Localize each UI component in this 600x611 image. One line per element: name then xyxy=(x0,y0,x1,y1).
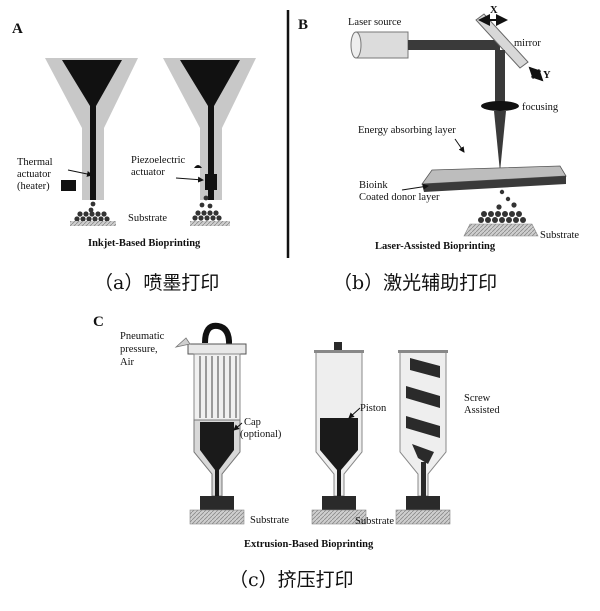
piston-label: Piston xyxy=(360,403,387,414)
inkjet-nozzle-thermal xyxy=(45,58,138,200)
laser-beam-horizontal xyxy=(408,40,500,50)
bioink-label-line1: Bioink xyxy=(359,180,388,191)
energy-layer-label: Energy absorbing layer xyxy=(358,125,456,136)
substrate-a1 xyxy=(70,221,116,226)
substrate-label-c1: Substrate xyxy=(250,515,289,526)
substrate-b xyxy=(463,223,539,237)
screw-syringe xyxy=(398,350,448,497)
droplets-b xyxy=(478,189,526,223)
focused-beam xyxy=(494,111,506,172)
caption-b: （b）激光辅助打印 xyxy=(333,272,497,294)
piezo-label-line1: Piezoelectric xyxy=(131,155,186,166)
panel-c-extrusion: C Pneumatic pressure, Air Cap (optional) xyxy=(93,314,500,550)
screw-label-line1: Screw xyxy=(464,393,491,404)
thermal-label-line3: (heater) xyxy=(17,181,50,192)
bioink-label-line2: Coated donor layer xyxy=(359,192,440,203)
piezo-actuator-label: Piezoelectric actuator xyxy=(131,155,204,183)
piston-syringe xyxy=(314,342,364,497)
substrate-label-c2: Substrate xyxy=(355,516,394,527)
piezo-actuator-block xyxy=(205,174,217,190)
pneumatic-label-line3: Air xyxy=(120,357,135,368)
x-axis-label: X xyxy=(490,5,498,16)
extrusion-title: Extrusion-Based Bioprinting xyxy=(244,539,374,550)
printed-structure-2 xyxy=(311,496,367,525)
screw-label-line2: Assisted xyxy=(464,405,500,416)
droplets-1 xyxy=(74,201,110,222)
pneumatic-syringe xyxy=(174,322,247,497)
substrate-label-a: Substrate xyxy=(128,213,167,224)
laser-source-label: Laser source xyxy=(348,17,402,28)
substrate-a2 xyxy=(190,221,230,226)
thermal-label-line1: Thermal xyxy=(17,157,53,168)
pneumatic-label-line1: Pneumatic xyxy=(120,331,165,342)
laser-title: Laser-Assisted Bioprinting xyxy=(375,241,496,252)
panel-a-inkjet: A Thermal act xyxy=(12,21,256,249)
caption-a: （a）喷墨打印 xyxy=(94,272,219,294)
cap-label-line2: (optional) xyxy=(240,429,282,440)
printed-structure-3 xyxy=(395,496,451,525)
caption-c: （c）挤压打印 xyxy=(229,569,354,591)
pneumatic-label-line2: pressure, xyxy=(120,344,158,355)
panel-label-c: C xyxy=(93,314,104,330)
piezo-label-line2: actuator xyxy=(131,167,165,178)
thermal-actuator-label: Thermal actuator (heater) xyxy=(17,157,93,192)
inkjet-nozzle-piezo xyxy=(163,58,256,200)
laser-source xyxy=(350,31,500,59)
laser-beam-vertical xyxy=(495,50,505,102)
droplets-2 xyxy=(192,195,222,221)
y-axis-label: Y xyxy=(543,70,551,81)
focusing-label: focusing xyxy=(522,102,559,113)
thermal-label-line2: actuator xyxy=(17,169,51,180)
mirror-label: mirror xyxy=(514,38,541,49)
donor-slide xyxy=(421,165,567,192)
panel-label-b: B xyxy=(298,17,308,33)
inkjet-title: Inkjet-Based Bioprinting xyxy=(88,238,201,249)
panel-b-laser: B Laser source mirror X Y focusing Energ… xyxy=(298,5,579,252)
thermal-heater-block xyxy=(61,180,76,191)
printed-structure-1 xyxy=(189,496,245,525)
substrate-label-b: Substrate xyxy=(540,230,579,241)
cap-label-line1: Cap xyxy=(244,417,261,428)
panel-label-a: A xyxy=(12,21,23,37)
focusing-lens xyxy=(481,101,519,111)
